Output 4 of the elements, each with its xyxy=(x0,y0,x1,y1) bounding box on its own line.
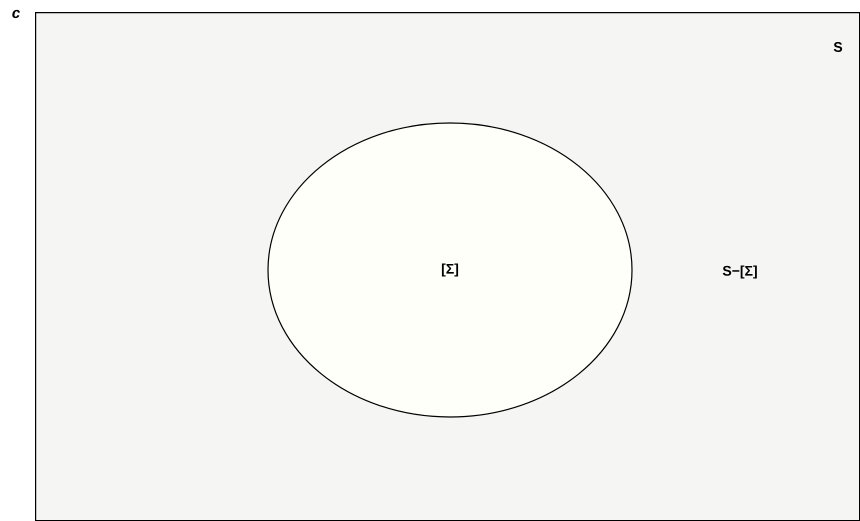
region-label: S−[Σ] xyxy=(722,265,757,278)
region-label: S xyxy=(834,42,842,52)
region-label: [Σ] xyxy=(442,263,458,276)
corner-label: c xyxy=(12,10,20,18)
